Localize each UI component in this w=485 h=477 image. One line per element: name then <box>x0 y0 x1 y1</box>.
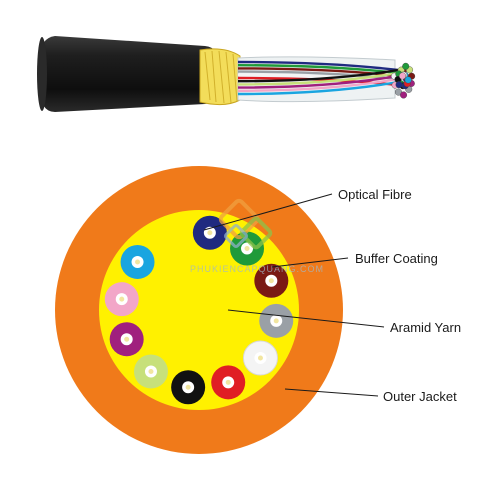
fiber-buffer-2 <box>230 231 265 266</box>
watermark-logo-icon <box>218 198 273 250</box>
cable-jacket <box>40 36 220 112</box>
label-buffer-coating: Buffer Coating <box>355 251 438 266</box>
cable-fiber-end-20 <box>400 91 408 99</box>
leader-buffer-coating <box>271 257 349 268</box>
cable-fiber-end-23 <box>395 81 403 89</box>
cable-strand-7 <box>237 68 399 83</box>
cable-side-view <box>37 36 416 112</box>
fiber-ring <box>104 215 294 405</box>
fiber-buffer-5 <box>242 340 278 376</box>
fiber-buffer-4 <box>259 303 294 338</box>
label-aramid-yarn: Aramid Yarn <box>390 320 461 335</box>
fiber-buffer-1 <box>192 215 227 250</box>
callouts <box>203 193 385 397</box>
cable-cross-section <box>55 166 343 454</box>
leader-outer-jacket <box>284 388 379 397</box>
cable-fiber-ends <box>391 62 416 99</box>
leader-optical-fibre <box>203 193 333 231</box>
cable-fiber-strands <box>237 60 399 96</box>
fiber-buffer-7 <box>171 370 206 405</box>
fiber-buffer-10 <box>104 282 139 317</box>
watermark-text: PHUKIENCAPQUANG.COM <box>190 264 324 274</box>
fiber-buffer-6 <box>211 365 246 400</box>
cable-fiber-end-22 <box>404 76 412 84</box>
fiber-buffer-8 <box>133 354 168 389</box>
watermark: PHUKIENCAPQUANG.COM <box>190 198 324 274</box>
cable-strand-10 <box>237 77 399 92</box>
leader-aramid-yarn <box>227 309 385 328</box>
cable-fiber-end-24 <box>402 62 410 70</box>
fiber-buffer-9 <box>109 322 144 357</box>
fiber-buffer-11 <box>120 244 155 279</box>
fiber-buffer-3 <box>254 263 289 298</box>
cable-strand-1 <box>237 60 399 72</box>
cable-strand-9 <box>237 74 399 89</box>
label-optical-fibre: Optical Fibre <box>338 187 412 202</box>
cable-strand-8 <box>237 71 399 86</box>
label-outer-jacket: Outer Jacket <box>383 389 457 404</box>
cable-fiber-end-21 <box>398 72 406 80</box>
cable-strand-11 <box>237 80 399 96</box>
